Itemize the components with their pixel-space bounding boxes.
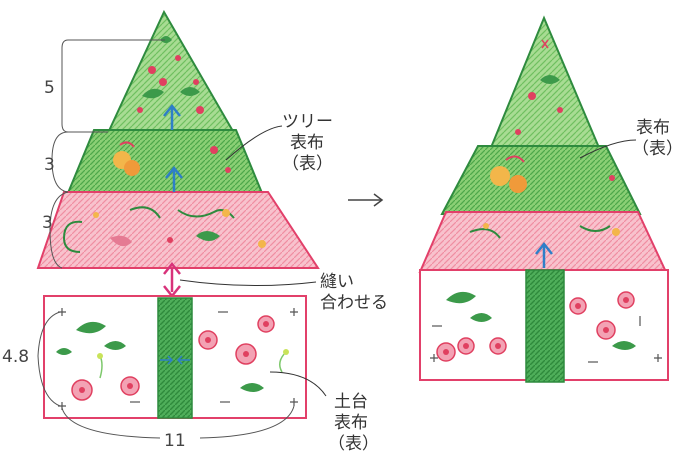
dim-height-bracket (37, 311, 61, 407)
base-fabric-label: 土台 表布 （表） (328, 392, 379, 455)
left-tier-bottom (36, 191, 320, 269)
left-middle-ornaments (113, 141, 231, 176)
right-base (419, 269, 669, 383)
left-top-ornaments (137, 36, 204, 114)
tree-fabric-label-line3: （表） (282, 154, 333, 174)
left-bottom-ornaments (62, 206, 266, 253)
base-fabric-label-line2: 表布 (334, 413, 368, 433)
right-top-ornaments (515, 75, 563, 135)
flower-icon (436, 291, 635, 362)
left-tree: 5 3 3 (36, 9, 320, 269)
base-fabric-label-line1: 土台 (334, 392, 368, 412)
dim-width-bracket (61, 405, 295, 439)
dim-top-tier: 5 (44, 78, 55, 98)
right-middle-ornaments (490, 155, 615, 193)
right-base-marks (430, 316, 662, 363)
left-dimension-brackets (49, 39, 165, 269)
up-arrow-icon (165, 165, 183, 192)
tree-fabric-leader (225, 125, 283, 161)
holly-leaf-icon (446, 291, 636, 350)
flower-icon (71, 315, 275, 401)
right-fabric-label-line1: 表布 (636, 118, 670, 138)
sew-label-line2: 合わせる (320, 293, 388, 313)
right-arrow-icon (348, 193, 384, 207)
right-tier-top (488, 15, 602, 151)
dim-base-width: 11 (164, 431, 186, 451)
holly-leaf-icon (56, 321, 264, 392)
sew-label: 縫い 合わせる (320, 272, 388, 314)
sew-label-line1: 縫い (320, 272, 354, 292)
inward-arrows-icon (160, 355, 190, 365)
dim-bottom-tier: 3 (42, 213, 53, 233)
left-base-stripe (157, 297, 193, 419)
up-arrow-icon (535, 241, 553, 268)
dim-middle-tier: 3 (44, 155, 55, 175)
tree-fabric-label-line2: 表布 (290, 133, 324, 153)
right-fabric-label: 表布 （表） (632, 118, 681, 160)
left-base-sprigs (97, 349, 289, 379)
sew-leader (179, 279, 317, 287)
dim-base-height: 4.8 (2, 347, 29, 367)
base-fabric-label-line3: （表） (328, 434, 379, 454)
up-arrow-icon (163, 103, 181, 130)
right-bottom-ornaments (469, 223, 620, 239)
left-base: 4.8 11 (2, 295, 327, 451)
right-tree (418, 15, 668, 273)
tree-fabric-label: ツリー 表布 （表） (282, 112, 333, 175)
tree-fabric-label-line1: ツリー (282, 112, 333, 132)
right-fabric-label-line2: （表） (632, 139, 681, 159)
right-fabric-leader (579, 139, 637, 159)
right-base-stripe (525, 269, 565, 383)
left-tier-middle (66, 129, 264, 194)
base-fabric-leader (269, 371, 327, 397)
